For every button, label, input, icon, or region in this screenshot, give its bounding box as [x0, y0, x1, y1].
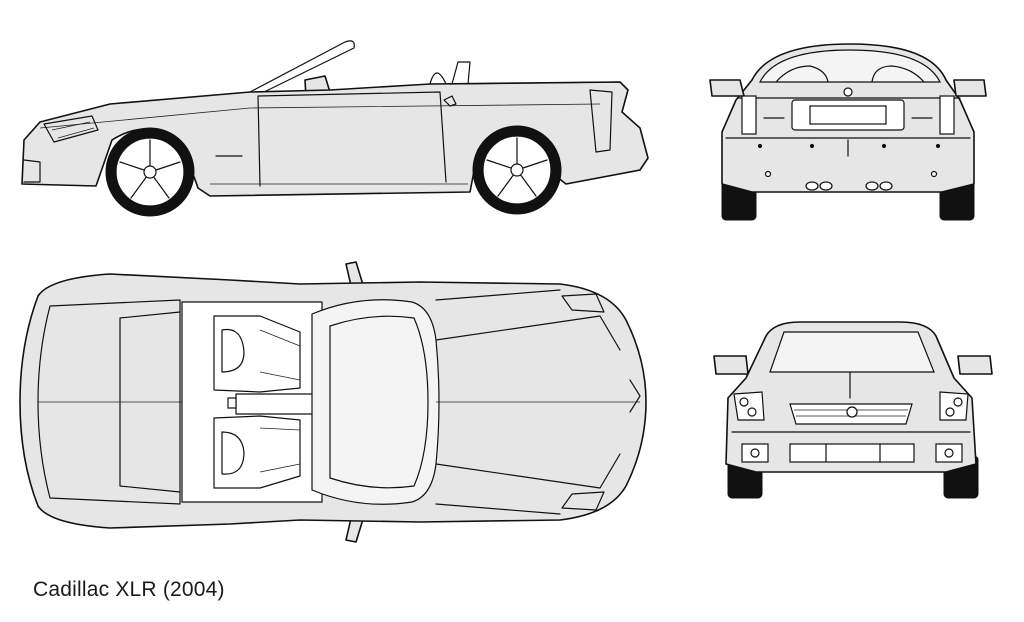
rear-exhaust-3 [865, 181, 879, 191]
top-grille-emblem [629, 379, 641, 413]
side-foglight [23, 159, 41, 183]
top-headrest-left [221, 328, 245, 373]
front-view [713, 321, 993, 499]
side-rear-spokes [486, 137, 548, 197]
top-seat-detail [259, 329, 301, 473]
rear-sensor-4 [935, 143, 941, 149]
rear-fog-right [930, 170, 938, 178]
rear-headrest-left [775, 65, 829, 83]
front-intake-dividers [825, 443, 881, 463]
side-headrest-1 [429, 72, 447, 85]
top-windshield-inner [329, 315, 429, 489]
rear-fog-left [764, 170, 772, 178]
front-headlight-left-lamp-1 [739, 397, 749, 407]
front-mirror-left [713, 355, 749, 375]
side-deck-line [449, 81, 621, 85]
rear-exhaust-2 [819, 181, 833, 191]
rear-sensor-2 [809, 143, 815, 149]
top-trunk [37, 299, 181, 505]
top-headlight-left [561, 293, 605, 313]
side-windshield-frame [249, 40, 355, 94]
rear-mirror-right [953, 79, 987, 97]
top-headrest-right [221, 431, 245, 475]
top-console-switch [227, 397, 237, 409]
rear-view [709, 43, 987, 221]
rear-headrest-right [871, 65, 925, 83]
top-headlight-right [561, 491, 605, 511]
front-headlight-left [733, 391, 765, 421]
side-front-hub [143, 165, 157, 179]
side-headlight [43, 115, 99, 143]
drawing-caption: Cadillac XLR (2004) [33, 578, 225, 601]
side-front-spokes [119, 139, 181, 199]
front-emblem [846, 406, 858, 418]
rear-sensor-1 [757, 143, 763, 149]
rear-sensor-3 [881, 143, 887, 149]
top-seat-left [213, 315, 301, 393]
top-hood-creases [435, 315, 621, 489]
front-headlight-left-lamp-2 [747, 407, 757, 417]
top-seat-right [213, 415, 301, 489]
side-door-handle [443, 95, 457, 107]
side-door [257, 91, 447, 187]
top-view [19, 261, 647, 543]
rear-license-plate [809, 105, 887, 125]
rear-taillight-left [741, 95, 757, 135]
rear-taillight-right [939, 95, 955, 135]
rear-headrest-area [759, 49, 941, 83]
front-lower-intake [789, 443, 915, 463]
front-mirror-right [957, 355, 993, 375]
rear-emblem [843, 87, 853, 97]
front-headlight-right [939, 391, 969, 421]
side-taillight [589, 89, 613, 153]
front-windshield [769, 331, 935, 373]
front-headlight-right-lamp-2 [953, 397, 963, 407]
side-view [21, 40, 649, 217]
front-foglight-left-lamp [750, 448, 760, 458]
rear-exhaust-1 [805, 181, 819, 191]
top-windshield [311, 299, 440, 505]
side-rear-hub [510, 163, 524, 177]
top-hood-seams [435, 289, 561, 515]
front-headlight-right-lamp-1 [945, 407, 955, 417]
front-foglight-right-lamp [944, 448, 954, 458]
rear-exhaust-4 [879, 181, 893, 191]
rear-mirror-left [709, 79, 745, 97]
side-headrest-2 [451, 61, 471, 85]
top-cockpit [181, 301, 323, 503]
side-headlight-detail [51, 121, 95, 139]
side-beltline [39, 103, 601, 129]
